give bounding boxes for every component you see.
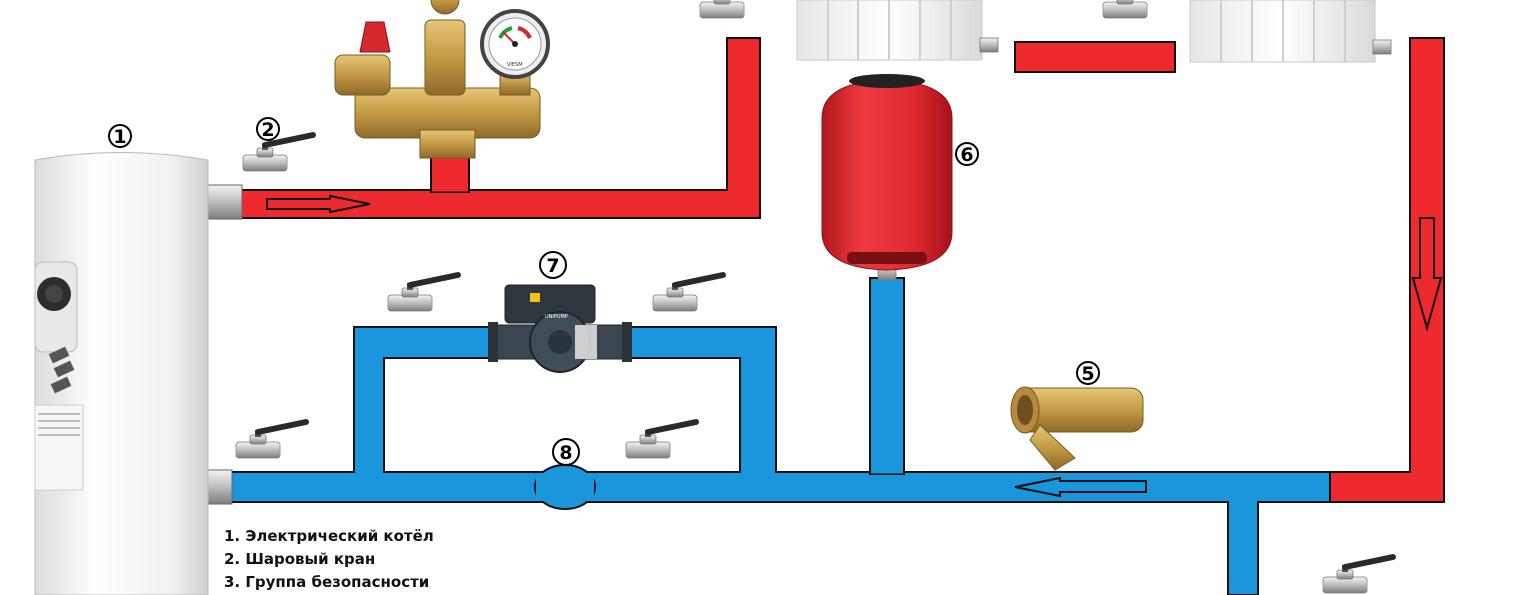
return-pipe-tank-riser	[869, 277, 905, 475]
label-filter: 5	[1076, 361, 1100, 385]
gauge-brand: VIESM	[507, 62, 523, 68]
legend-item: 1. Электрический котёл	[224, 527, 434, 545]
svg-text:6: 6	[960, 144, 973, 166]
safety-group: VIESM	[334, 0, 550, 159]
svg-text:7: 7	[546, 255, 559, 277]
boiler-nameplate	[34, 404, 84, 491]
ball-valve-pump-outlet[interactable]	[653, 275, 723, 311]
ball-valve-bypass[interactable]	[626, 422, 696, 458]
label-pump: 7	[539, 251, 567, 279]
pump-warning-label	[530, 293, 540, 302]
radiator-right	[1189, 0, 1392, 63]
ball-valve-top-riser[interactable]	[700, 0, 770, 18]
label-boiler: 1	[108, 124, 132, 148]
flow-arrow-left	[1014, 476, 1147, 498]
flow-arrow-right	[266, 194, 371, 214]
supply-pipe-between-radiators	[1014, 41, 1176, 73]
pump-brand: UNIPUMP	[545, 314, 568, 320]
expansion-tank	[821, 74, 953, 281]
radiator-left	[796, 0, 999, 61]
label-valve: 2	[256, 117, 280, 141]
ball-valve-radiator[interactable]	[1103, 0, 1173, 18]
svg-text:8: 8	[559, 442, 572, 464]
svg-text:2: 2	[261, 119, 274, 141]
ball-valve-pump-inlet[interactable]	[388, 275, 458, 311]
label-bypass-valve: 8	[552, 438, 580, 466]
ball-valve-bottom-right[interactable]	[1323, 557, 1393, 593]
strainer-filter	[1010, 386, 1144, 471]
svg-text:5: 5	[1081, 363, 1094, 385]
relief-valve-cap	[359, 21, 391, 53]
supply-pipe-safety-riser	[430, 154, 470, 193]
legend-item: 2. Шаровый кран	[224, 550, 375, 568]
legend-item: 3. Группа безопасности	[224, 573, 429, 591]
circulation-pump: UNIPUMP	[488, 284, 632, 373]
legend: 1. Электрический котёл 2. Шаровый кран 3…	[224, 527, 434, 591]
svg-text:1: 1	[113, 126, 126, 148]
flow-arrow-down	[1411, 217, 1443, 332]
electric-boiler	[34, 152, 243, 595]
ball-valve-return-boiler[interactable]	[236, 422, 306, 458]
ball-valve-supply-boiler[interactable]	[243, 135, 313, 171]
label-expansion-tank: 6	[955, 142, 979, 166]
